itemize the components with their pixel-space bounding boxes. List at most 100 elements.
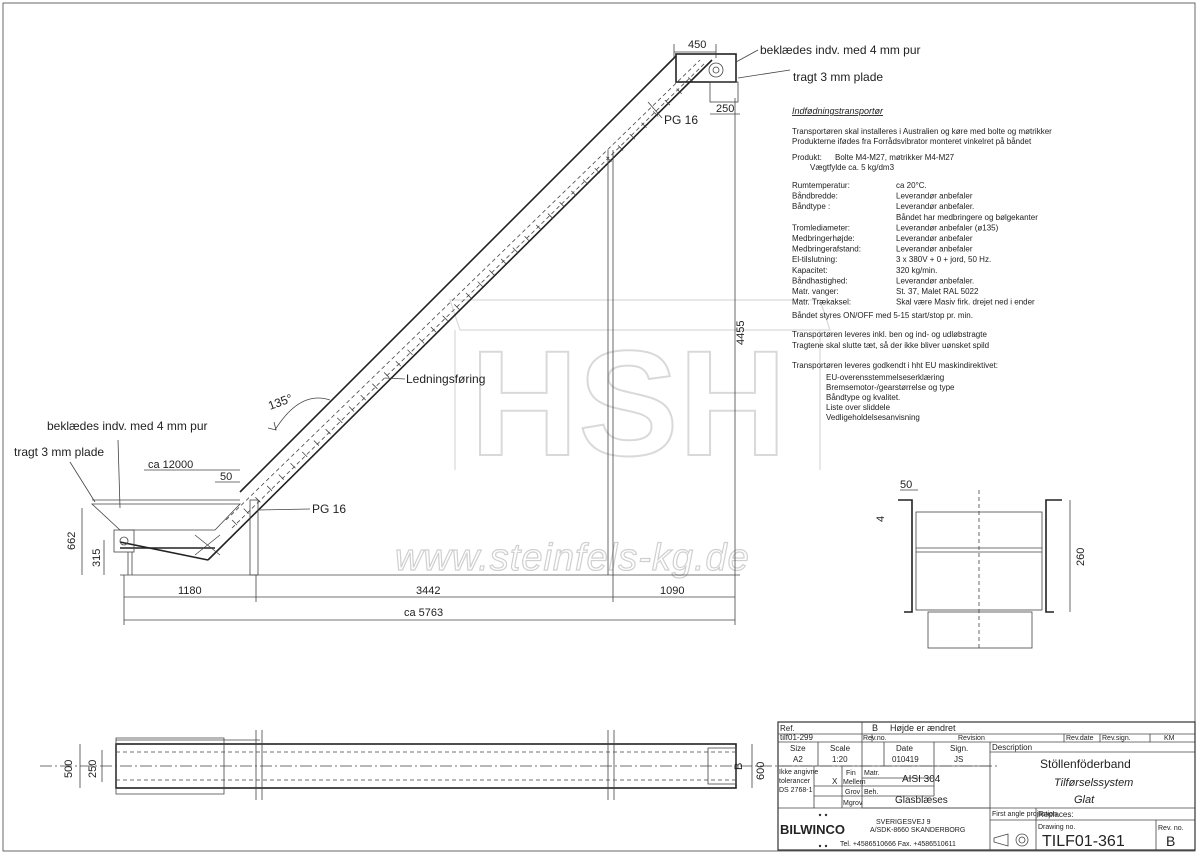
tb-matr-label: Matr. xyxy=(864,770,880,777)
title-block: Ref. tilf01-299 B Højde er ændret Rev.no… xyxy=(777,721,1196,851)
sec-dim-50: 50 xyxy=(900,479,912,491)
section-drop xyxy=(927,611,1033,649)
tail-cross-brace xyxy=(194,534,221,556)
tb-ref-label: Ref. xyxy=(780,724,795,733)
belt-cleat xyxy=(360,394,366,401)
spec-approval-item: Liste over sliddele xyxy=(826,403,891,412)
belt-cleat xyxy=(290,462,296,469)
belt-cleat xyxy=(594,167,600,174)
pg-top-callout: PG 16 xyxy=(664,113,698,127)
spec-row-value: 3 x 380V + 0 + jord, 50 Hz. xyxy=(896,255,991,264)
plan-dim-B: B xyxy=(733,763,745,770)
tb-size-value: A2 xyxy=(793,755,803,764)
spec-row-value: ca 20°C. xyxy=(896,181,927,190)
spec-intro-1: Transportøren skal installeres i Austral… xyxy=(792,127,1052,136)
cable-route-leader xyxy=(384,377,406,380)
dim-height: 4455 xyxy=(735,321,747,345)
belt-cleat xyxy=(559,201,565,208)
belt-cleat xyxy=(641,122,647,129)
belt-cleat xyxy=(454,304,460,310)
pg-bottom-leader xyxy=(257,508,311,511)
tb-tol-mark: X xyxy=(832,777,838,786)
hopper-top-leader xyxy=(737,69,791,79)
belt-cleat xyxy=(465,292,472,299)
belt-cleat xyxy=(547,213,554,219)
tb-drawing-no: TILF01-361 xyxy=(1042,833,1125,850)
tb-h-revision: Revision xyxy=(958,735,985,742)
sec-dim-260: 260 xyxy=(1075,548,1087,566)
watermark-url: www.steinfels-kg.de xyxy=(395,537,750,579)
tb-replaces: Replaces: xyxy=(1038,810,1074,819)
tb-matr-value: AISI 304 xyxy=(902,774,941,785)
spec-row-value: 320 kg/min. xyxy=(896,266,937,275)
tb-desc-line1: Stöllenföderband xyxy=(1040,757,1131,771)
belt-cleat xyxy=(477,281,483,287)
belt-cleat xyxy=(278,474,285,480)
conveyor-belt-line-2 xyxy=(231,61,707,529)
belt-cleat xyxy=(489,270,495,276)
company-logo xyxy=(818,813,828,848)
tb-tol-1: Ikke angivne xyxy=(779,769,818,776)
spec-approval-item: Vedligeholdelsesanvisning xyxy=(826,413,920,422)
belt-cleat xyxy=(337,417,343,424)
spec-row-label: Båndbredde: xyxy=(792,192,838,201)
belt-cleat xyxy=(571,190,577,197)
dim-total: ca 5763 xyxy=(404,607,443,619)
belt-cleat xyxy=(524,235,530,242)
dimension-lines xyxy=(81,44,740,625)
spec-row-label: Matr. vanger: xyxy=(792,287,839,296)
tail-drum xyxy=(119,536,129,546)
belt-cleat xyxy=(442,315,448,321)
dim-top-width: 450 xyxy=(688,39,706,51)
belt-cleat xyxy=(348,406,355,412)
spec-approval: Transportøren leveres godkendt i hht EU … xyxy=(792,361,998,370)
tb-desc-line3: Glat xyxy=(1074,794,1095,806)
dim-315: 315 xyxy=(91,549,103,567)
belt-cleat xyxy=(629,133,636,140)
head-drum-axle xyxy=(712,66,720,74)
tb-revno-label: Rev. no. xyxy=(1158,825,1184,832)
dim-length-in: ca 12000 xyxy=(148,459,193,471)
tb-h-km: KM xyxy=(1164,735,1175,742)
watermark-logo: HSH xyxy=(470,319,787,487)
spec-row-label: Tromlediameter: xyxy=(792,223,850,232)
dim-top-depth: 250 xyxy=(716,103,734,115)
spec-row-value: Leverandør anbefaler xyxy=(896,192,973,201)
hopper-left-leader xyxy=(117,439,121,509)
belt-cleat xyxy=(231,519,238,526)
head-drum-housing xyxy=(675,53,737,83)
lining-top-callout: beklædes indv. med 4 mm pur xyxy=(760,43,921,57)
tb-desc-line2: Tilførselssystem xyxy=(1054,777,1133,789)
conveyor-lower-rail xyxy=(207,59,713,561)
plan-dim-600: 600 xyxy=(755,762,767,780)
spec-approval-item: EU-overensstemmelseserklæring xyxy=(826,373,944,382)
spec-rows: Rumtemperatur:ca 20°C.Båndbredde:Leveran… xyxy=(792,181,1038,307)
belt-cleat xyxy=(301,451,308,458)
tb-company: BILWINCO xyxy=(780,822,845,837)
belt-cleat xyxy=(395,360,402,367)
plan-dim-500: 500 xyxy=(63,760,75,778)
spec-row-value: Båndet har medbringere og bølgekanter xyxy=(896,213,1038,222)
tb-date-label: Date xyxy=(896,744,913,753)
infeed-hopper xyxy=(90,503,241,531)
belt-cleat xyxy=(266,485,273,492)
tb-address-1: SVERIGESVEJ 9 xyxy=(876,819,931,826)
belt-cleat xyxy=(372,383,378,390)
belt-cleat xyxy=(582,179,589,185)
tb-drawing-label: Drawing no. xyxy=(1038,824,1075,831)
lining-left-callout: beklædes indv. med 4 mm pur xyxy=(47,419,208,433)
plan-hopper xyxy=(115,737,225,795)
pg-top-leader xyxy=(647,101,663,119)
belt-cleat xyxy=(500,258,507,265)
tb-sign-value: JS xyxy=(954,755,963,764)
spec-product-value-2: Vægtfylde ca. 5 kg/dm3 xyxy=(810,163,895,172)
tb-rev-letter: B xyxy=(872,723,878,733)
tb-tol-2: tolerancer xyxy=(779,778,811,785)
dim-1090: 1090 xyxy=(660,585,684,597)
spec-row-value: Leverandør anbefaler (ø135) xyxy=(896,223,999,232)
belt-cleats xyxy=(231,77,694,526)
head-drum xyxy=(708,62,724,78)
tb-sign-label: Sign. xyxy=(950,744,968,753)
spec-row-label: Medbringerafstand: xyxy=(792,245,861,254)
